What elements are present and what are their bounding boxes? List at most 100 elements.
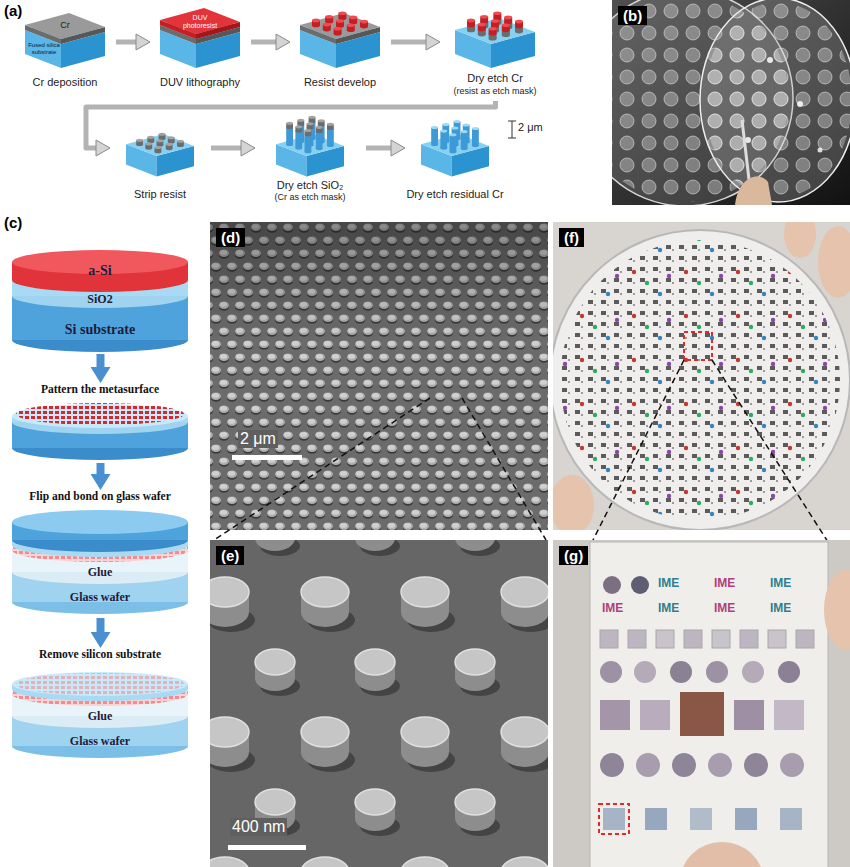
substrate-block [305, 129, 312, 153]
panel-label: (d) [216, 228, 245, 247]
process-step: Dry etch Cr(resist as etch mask) [440, 6, 551, 100]
layer-label: a-Si [4, 263, 196, 279]
substrate-block [168, 136, 175, 143]
wafer-photo [784, 222, 816, 258]
substrate-block [461, 130, 468, 150]
scale-label: 400 nm [230, 818, 287, 836]
substrate-block [166, 143, 173, 150]
sample-photo [599, 804, 629, 834]
layer-label: DUV photoresist [179, 14, 221, 30]
dimension-line [512, 121, 513, 138]
layer-label: Glue [4, 710, 196, 724]
sample-photo [712, 630, 730, 648]
wafer-photo [553, 222, 850, 530]
layer-stack [16, 673, 184, 695]
substrate-block [347, 23, 355, 32]
substrate-block [159, 133, 166, 140]
process-step: Cr depositionCrFused silica substrate [15, 6, 116, 100]
flow-arrow [97, 618, 105, 632]
sem-image [210, 540, 548, 867]
substrate-block [431, 126, 438, 146]
sample-photo [680, 692, 724, 736]
wafer-photo [700, 0, 850, 202]
wafer-photo [553, 475, 594, 530]
layer-label: Si substrate [4, 322, 196, 338]
logo-text: IME [770, 577, 791, 591]
panel-label: (e) [216, 546, 244, 565]
substrate-block [467, 19, 475, 33]
layer-label: Cr [45, 20, 85, 30]
step-caption: Flip and bond on glass wafer [4, 490, 196, 503]
substrate-block [360, 20, 368, 29]
process-arrow [211, 146, 241, 151]
scale-label: 2 μm [238, 430, 278, 448]
wafer-photo [818, 148, 823, 153]
sem-image [210, 222, 548, 342]
wafer-photo [735, 177, 772, 205]
sample-photo [774, 700, 804, 730]
sample-photo [780, 753, 804, 777]
wafer-photo [560, 240, 840, 520]
substrate-block [478, 23, 486, 37]
logo-text: IME [602, 602, 623, 616]
sample-photo [600, 630, 618, 648]
zoom-leader [712, 360, 828, 542]
sample-photo [742, 661, 764, 683]
substrate-block [25, 13, 105, 68]
wafer-photo [797, 101, 803, 107]
sample-photo [553, 540, 850, 867]
sample-photo [734, 700, 764, 730]
wafer-photo [612, 0, 850, 205]
process-arrow [251, 40, 276, 45]
process-step: Resist develop [290, 6, 391, 100]
process-step: Dry etch SiO₂(Cr as etch mask) [255, 112, 366, 205]
zoom-leader [592, 360, 828, 542]
layer-stack [12, 672, 188, 696]
substrate-block [515, 20, 523, 34]
substrate-block [160, 8, 240, 68]
panel-label: (b) [618, 6, 647, 25]
sample-photo [603, 808, 625, 830]
step-caption: Strip resist [110, 188, 210, 201]
substrate-block [157, 139, 164, 146]
dimension-line [508, 121, 516, 138]
sample-photo [600, 661, 622, 683]
sem-image [210, 222, 548, 530]
substrate-block [323, 23, 331, 32]
sample-photo [656, 630, 674, 648]
logo-text: IME [658, 577, 679, 591]
substrate-block [295, 125, 302, 149]
substrate-block [338, 11, 346, 20]
substrate-block [136, 139, 143, 146]
sample-photo [645, 808, 667, 830]
substrate-block [336, 19, 344, 28]
substrate-block [334, 27, 342, 36]
process-arrow [86, 101, 496, 148]
sample-photo [708, 753, 732, 777]
wafer-photo [553, 230, 850, 530]
substrate-block [155, 146, 162, 153]
sample-photo [796, 630, 814, 648]
substrate-block [312, 19, 320, 28]
sample-photo [631, 576, 649, 594]
substrate-block [160, 8, 240, 39]
substrate-block [327, 123, 334, 147]
substrate-block [25, 13, 105, 44]
dimension-line [508, 138, 516, 139]
layer-label: Glue [4, 566, 196, 580]
wafer-photo [818, 226, 850, 298]
wafer-photo [684, 332, 712, 360]
wafer-photo [767, 57, 773, 63]
substrate-block [440, 130, 447, 150]
logo-text: IME [714, 602, 735, 616]
sample-photo [768, 630, 786, 648]
logo-text: IME [770, 602, 791, 616]
sample-photo [780, 808, 802, 830]
step-caption: Resist develop [290, 76, 390, 89]
process-step: DUV lithographyDUV photoresist [150, 6, 251, 100]
process-step: Strip resist [110, 112, 211, 204]
process-arrow [391, 40, 426, 45]
sample-photo [824, 570, 850, 650]
sample-photo [778, 661, 800, 683]
